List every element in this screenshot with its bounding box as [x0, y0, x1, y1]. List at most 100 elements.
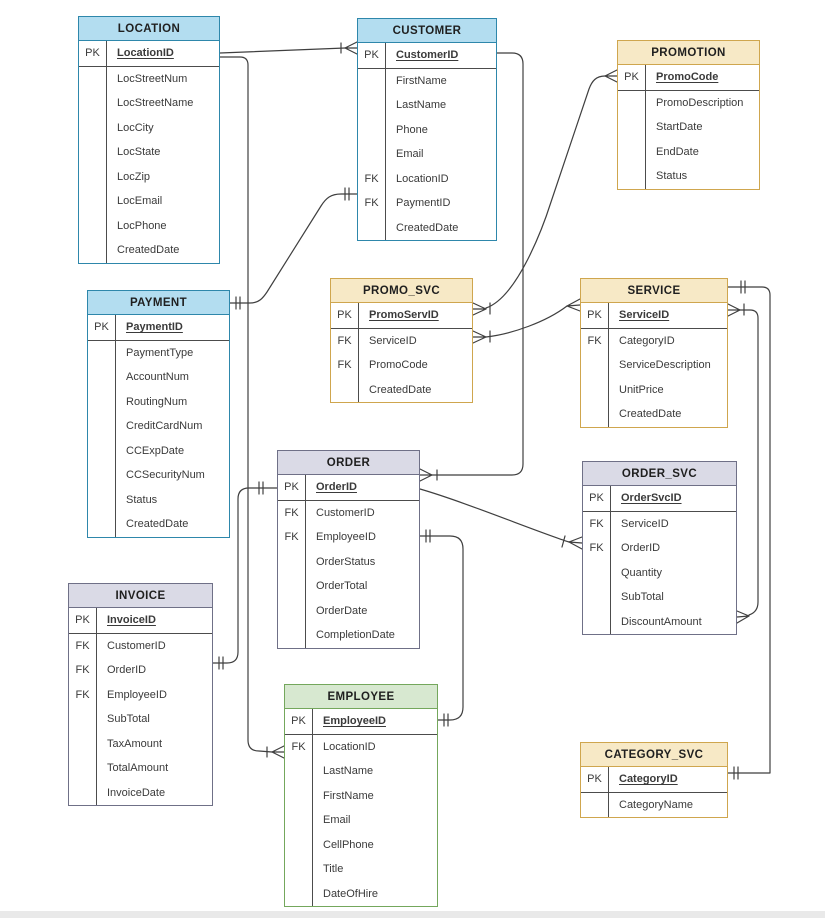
key-label: [79, 66, 107, 91]
key-label: [88, 414, 116, 439]
attribute-row: FirstName: [285, 783, 437, 808]
key-label: FK: [69, 633, 97, 658]
key-label: [278, 598, 306, 623]
attribute-row: CreatedDate: [331, 377, 472, 402]
key-label: FK: [278, 500, 306, 525]
key-label: [88, 512, 116, 537]
attribute-name: PromoCode: [656, 71, 719, 84]
attribute-name: CustomerID: [396, 49, 459, 62]
attribute-name: EndDate: [656, 145, 699, 158]
attribute-row: Quantity: [583, 560, 736, 585]
key-label: PK: [583, 486, 611, 511]
key-label: [618, 115, 646, 140]
attribute-name: CategoryID: [619, 334, 675, 347]
key-label: [358, 117, 386, 142]
attribute-row: StartDate: [618, 115, 759, 140]
key-label: FK: [331, 328, 359, 353]
rel-location-customer: [219, 41, 358, 55]
attribute-row: LocZip: [79, 164, 219, 189]
entity-title: SERVICE: [581, 279, 727, 303]
attribute-name: CreditCardNum: [126, 420, 203, 433]
key-label: [79, 164, 107, 189]
attribute-row: FK PromoCode: [331, 353, 472, 378]
entity-title: PROMOTION: [618, 41, 759, 65]
attribute-name: Email: [396, 148, 424, 161]
key-label: [358, 68, 386, 93]
attribute-name: RoutingNum: [126, 395, 188, 408]
attribute-row: ServiceDescription: [581, 353, 727, 378]
attribute-name: SubTotal: [621, 591, 664, 604]
key-label: [358, 215, 386, 240]
key-label: [581, 353, 609, 378]
attribute-name: LocStreetName: [117, 97, 194, 110]
key-label: [285, 808, 313, 833]
attribute-row: RoutingNum: [88, 389, 229, 414]
attribute-name: PromoDescription: [656, 96, 744, 109]
attribute-row: LocCity: [79, 115, 219, 140]
attribute-row: Title: [285, 857, 437, 882]
attribute-row: LastName: [285, 759, 437, 784]
key-label: FK: [583, 536, 611, 561]
key-label: PK: [69, 608, 97, 633]
attribute-name: PromoCode: [369, 359, 428, 372]
attribute-row: Status: [618, 164, 759, 189]
attribute-row: PromoDescription: [618, 90, 759, 115]
attribute-row: TotalAmount: [69, 756, 212, 781]
attribute-row: Status: [88, 487, 229, 512]
key-label: FK: [583, 511, 611, 536]
attribute-row: LastName: [358, 93, 496, 118]
attribute-row: Email: [285, 808, 437, 833]
attribute-name: PaymentID: [396, 197, 451, 210]
attribute-row: TaxAmount: [69, 731, 212, 756]
attribute-name: LocZip: [117, 170, 151, 183]
attribute-row: AccountNum: [88, 365, 229, 390]
key-label: FK: [278, 525, 306, 550]
attribute-row: OrderDate: [278, 598, 419, 623]
key-label: [79, 140, 107, 165]
attribute-name: CCExpDate: [126, 444, 185, 457]
key-label: [618, 139, 646, 164]
attribute-name: Quantity: [621, 566, 662, 579]
attribute-name: LastName: [323, 765, 374, 778]
key-label: [79, 189, 107, 214]
key-label: PK: [79, 41, 107, 66]
attribute-row: UnitPrice: [581, 377, 727, 402]
key-label: FK: [331, 353, 359, 378]
attribute-name: SubTotal: [107, 713, 150, 726]
key-label: [88, 463, 116, 488]
attribute-name: LocStreetNum: [117, 72, 188, 85]
key-label: [79, 91, 107, 116]
attribute-name: CreatedDate: [396, 221, 459, 234]
rel-order-ordersvc: [419, 488, 583, 550]
key-label: [88, 487, 116, 512]
attribute-name: CreatedDate: [117, 244, 180, 257]
key-label: [278, 623, 306, 648]
key-label: [331, 377, 359, 402]
key-label: PK: [88, 315, 116, 340]
key-label: [285, 881, 313, 906]
attribute-name: TaxAmount: [107, 737, 163, 750]
key-label: FK: [69, 682, 97, 707]
key-label: [69, 707, 97, 732]
key-label: [88, 340, 116, 365]
attribute-name: Email: [323, 814, 351, 827]
attribute-name: Status: [126, 493, 158, 506]
key-label: [285, 759, 313, 784]
attribute-name: PaymentType: [126, 346, 194, 359]
